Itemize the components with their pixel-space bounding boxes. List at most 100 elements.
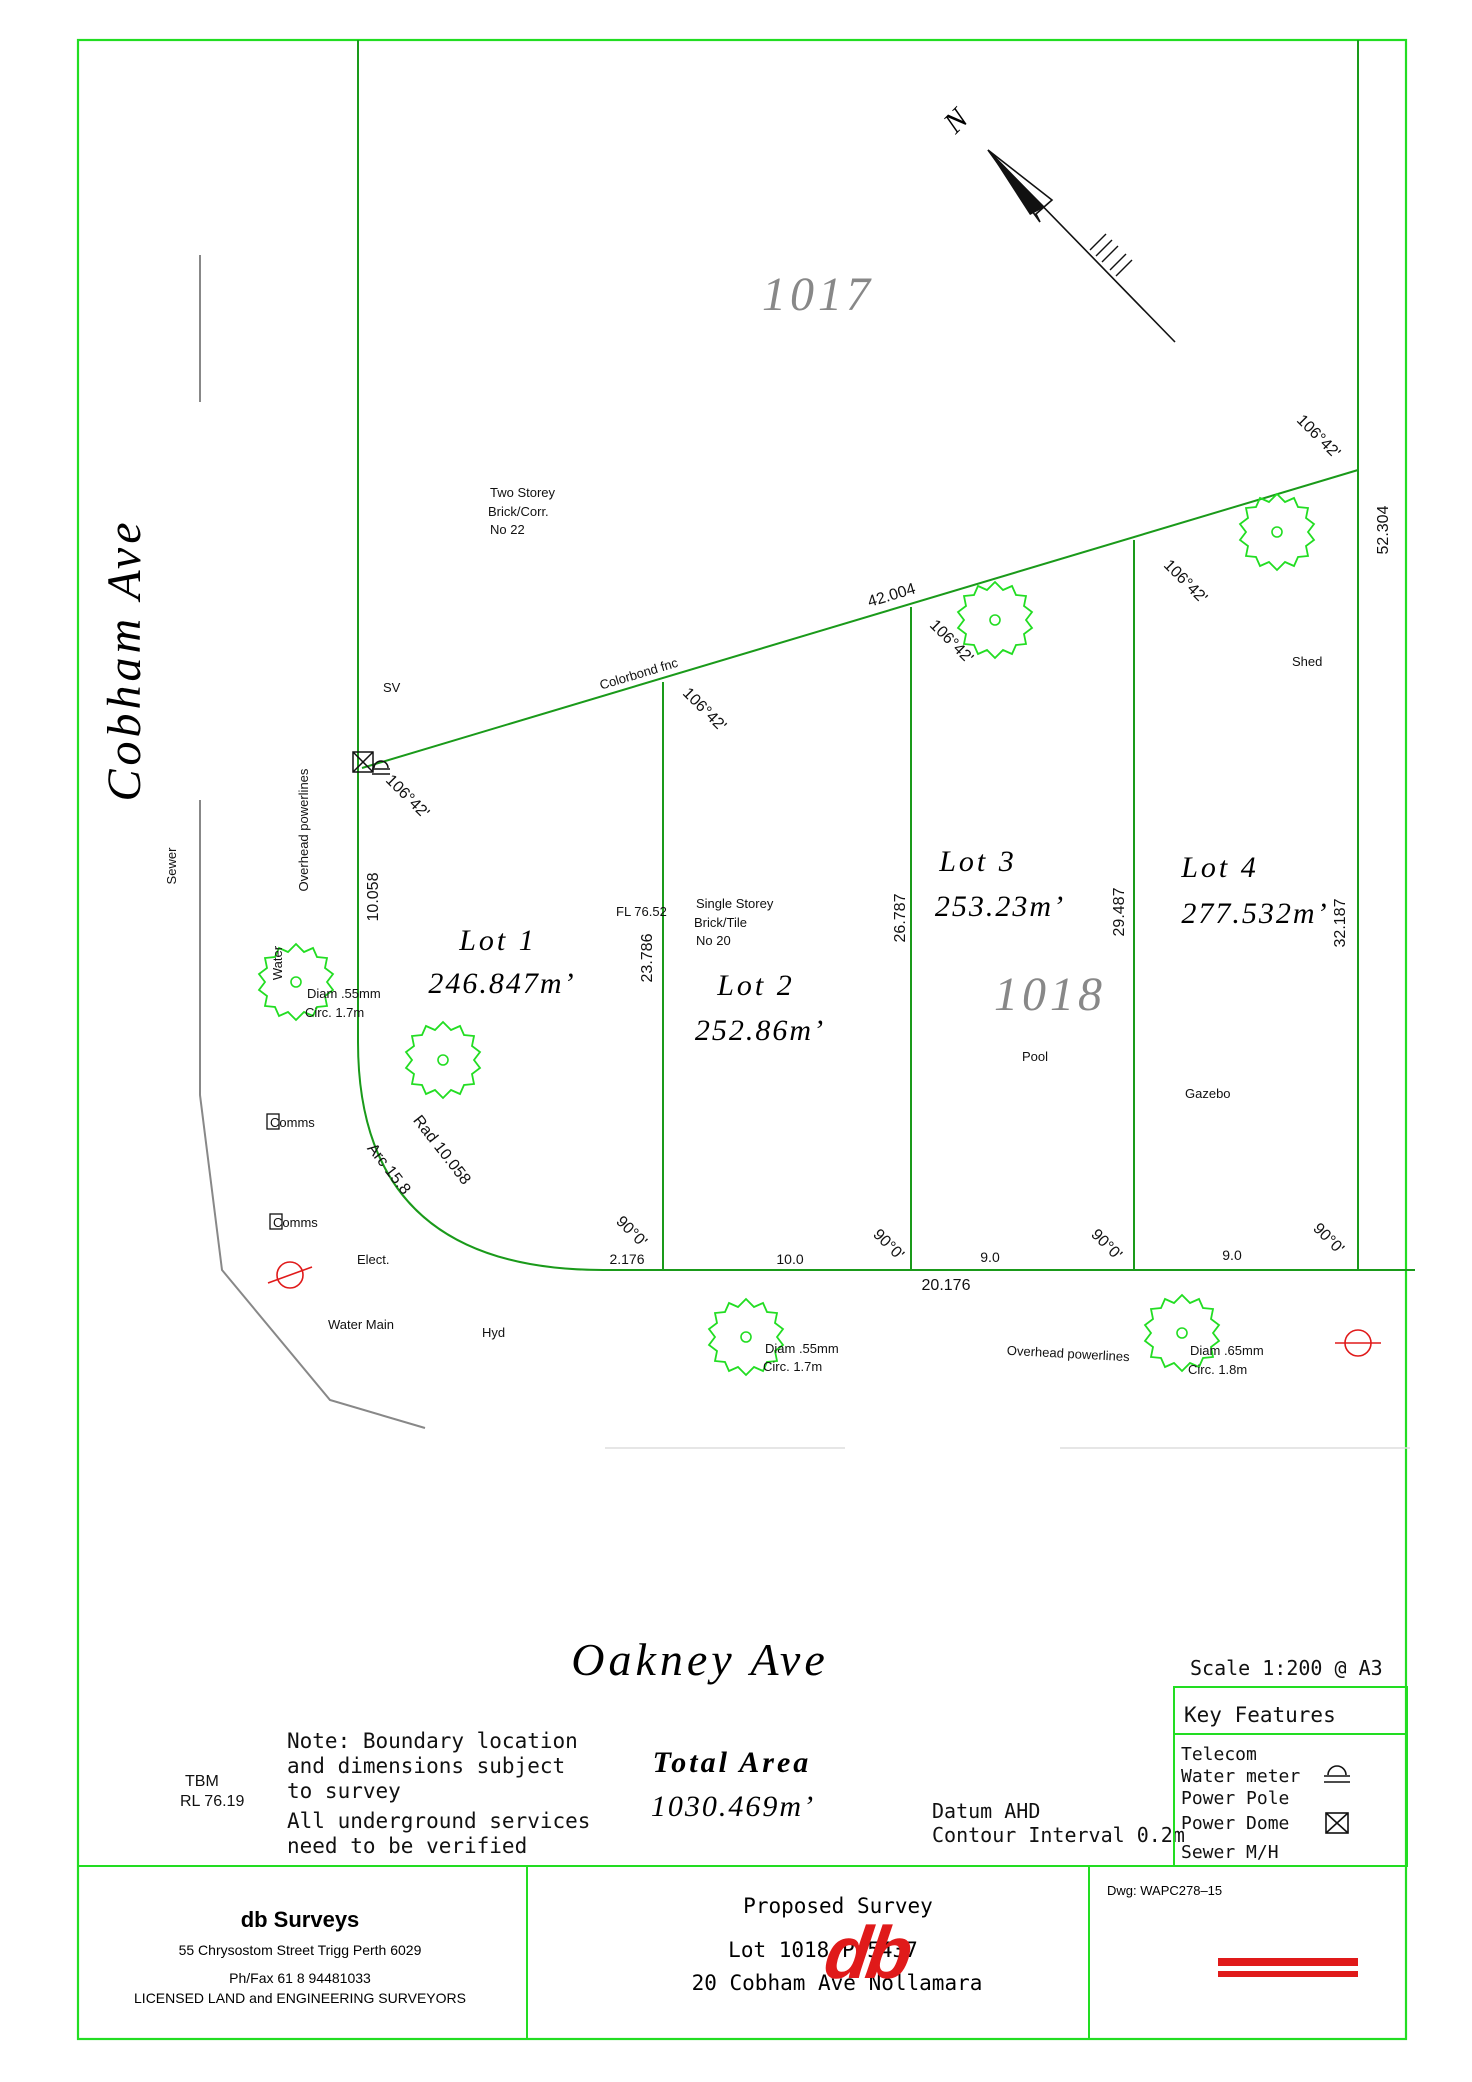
boundary-truncation-arc (357, 1041, 604, 1271)
water-meter-key-icon (1324, 1765, 1350, 1783)
key-item-sewer-mh: Sewer M/H (1181, 1842, 1279, 1863)
db-logo: db (820, 1911, 1358, 1994)
company-licence: LICENSED LAND and ENGINEERING SURVEYORS (134, 1990, 466, 2006)
tree-icon-verge2 (1144, 1294, 1220, 1372)
lot3-area: 253.23m’ (935, 890, 1065, 923)
lot3-label: Lot 3 (938, 845, 1017, 878)
datum-line-2: Contour Interval 0.2m (932, 1823, 1185, 1847)
dim-front3: 9.0 (980, 1249, 1000, 1265)
tree2-circ: Circ. 1.7m (763, 1359, 822, 1374)
power-dome-icon (352, 751, 374, 773)
north-arrow: N (936, 101, 1176, 343)
dim-south-total: 20.176 (922, 1277, 971, 1294)
street-cobham-ave: Cobham Ave (98, 518, 151, 801)
drawing-number: Dwg: WAPC278–15 (1107, 1883, 1222, 1898)
dim-west-truncation: 10.058 (365, 872, 382, 921)
bearing-label: 106°42' (926, 617, 976, 667)
bearing-label: 106°42' (1160, 557, 1210, 607)
tree-icon-lot4 (1239, 493, 1315, 571)
street-oakney-ave: Oakney Ave (571, 1634, 829, 1685)
boundary-north (361, 469, 1359, 769)
dim-arc: Arc 15.8 (364, 1141, 414, 1199)
key-features-box: Key Features Telecom Water meter Power P… (1173, 1686, 1408, 1867)
building-single-storey-2: Brick/Tile (694, 915, 747, 930)
right-angle-label: 90°0' (869, 1226, 907, 1264)
floor-level: FL 76.52 (616, 904, 667, 919)
db-logo-text: db (820, 1911, 917, 1994)
key-item-power-dome: Power Dome (1181, 1813, 1289, 1834)
company-phone: Ph/Fax 61 8 94481033 (229, 1970, 371, 1986)
dim-front1: 2.176 (609, 1251, 644, 1267)
lot2-area: 252.86m’ (695, 1014, 825, 1047)
tbm-label: TBM (185, 1773, 219, 1790)
telecom-pit-icon (266, 1113, 280, 1130)
dim-front2: 10.0 (776, 1251, 803, 1267)
hydrant-label: Hyd (482, 1325, 505, 1340)
lot4-label: Lot 4 (1180, 851, 1259, 884)
water-meter-icon (372, 760, 390, 775)
dim-div1: 23.786 (639, 933, 656, 982)
tree1-circ: Circ. 1.7m (305, 1005, 364, 1020)
building-single-storey-3: No 20 (696, 933, 731, 948)
pool-label: Pool (1022, 1049, 1048, 1064)
company-address: 55 Chrysostom Street Trigg Perth 6029 (179, 1942, 422, 1958)
tbm-rl: RL 76.19 (180, 1793, 244, 1810)
key-features-title: Key Features (1184, 1703, 1336, 1727)
lot-number-1018: 1018 (994, 968, 1106, 1021)
dim-div3: 29.487 (1111, 887, 1128, 936)
overhead-powerlines-south: Overhead powerlines (1006, 1343, 1130, 1364)
dim-front4: 9.0 (1222, 1247, 1242, 1263)
proposed-survey: Proposed Survey (743, 1894, 933, 1918)
stop-valve-label: SV (383, 680, 401, 695)
bearing-label: 106°42' (1293, 412, 1343, 462)
shed-label: Shed (1292, 654, 1322, 669)
note-line-2: and dimensions subject (287, 1754, 565, 1778)
comms-label-1: Comms (270, 1115, 315, 1130)
tree3-circ: Circ. 1.8m (1188, 1362, 1247, 1377)
right-angle-label: 90°0' (1309, 1220, 1347, 1258)
key-item-telecom: Telecom (1181, 1744, 1257, 1765)
bearing-label: 106°42' (382, 772, 432, 822)
datum-line-1: Datum AHD (932, 1799, 1040, 1823)
bearing-label: 106°42' (679, 685, 729, 735)
tree2-diam: Diam .55mm (765, 1341, 839, 1356)
key-item-power-pole: Power Pole (1181, 1788, 1289, 1809)
kerb-line-curve (199, 800, 426, 1429)
right-angle-label: 90°0' (1087, 1226, 1125, 1264)
dim-north-boundary: 42.004 (866, 581, 918, 611)
elect-label: Elect. (357, 1252, 390, 1267)
tree-icon-lot1 (405, 1021, 481, 1099)
water-label: Water (270, 945, 285, 980)
telecom-pit-icon-2 (269, 1213, 283, 1230)
dim-east-boundary: 52.304 (1375, 505, 1392, 554)
tree1-diam: Diam .55mm (307, 986, 381, 1001)
scale-label: Scale 1:200 @ A3 (1190, 1656, 1383, 1680)
fence-label: Colorbond fnc (598, 655, 680, 693)
dim-div2: 26.787 (892, 893, 909, 942)
dim-east-lot4: 32.187 (1332, 898, 1349, 947)
gazebo-label: Gazebo (1185, 1086, 1231, 1101)
note-line-5: need to be verified (287, 1834, 527, 1858)
lot4-area: 277.532m’ (1181, 897, 1328, 930)
sewer-label: Sewer (164, 847, 179, 885)
north-label: N (936, 101, 976, 141)
power-pole-icon-east (1335, 1329, 1381, 1357)
overhead-powerlines-west: Overhead powerlines (296, 768, 311, 891)
company-name: db Surveys (241, 1907, 360, 1932)
lot1-area: 246.847m’ (428, 967, 575, 1000)
lot1-label: Lot 1 (458, 924, 537, 957)
site-address: 20 Cobham Ave Nollamara (692, 1971, 983, 1995)
lot2-label: Lot 2 (716, 969, 795, 1002)
key-item-water-meter: Water meter (1181, 1766, 1300, 1787)
note-line-3: to survey (287, 1779, 401, 1803)
power-dome-key-icon (1325, 1812, 1349, 1834)
building-two-storey-1: Two Storey (490, 485, 556, 500)
note-line-4: All underground services (287, 1809, 590, 1833)
right-angle-label: 90°0' (612, 1213, 650, 1251)
water-main-label: Water Main (328, 1317, 394, 1332)
comms-label-2: Comms (273, 1215, 318, 1230)
tree3-diam: Diam .65mm (1190, 1343, 1264, 1358)
building-two-storey-3: No 22 (490, 522, 525, 537)
dim-radius: Rad 10.058 (409, 1112, 473, 1188)
